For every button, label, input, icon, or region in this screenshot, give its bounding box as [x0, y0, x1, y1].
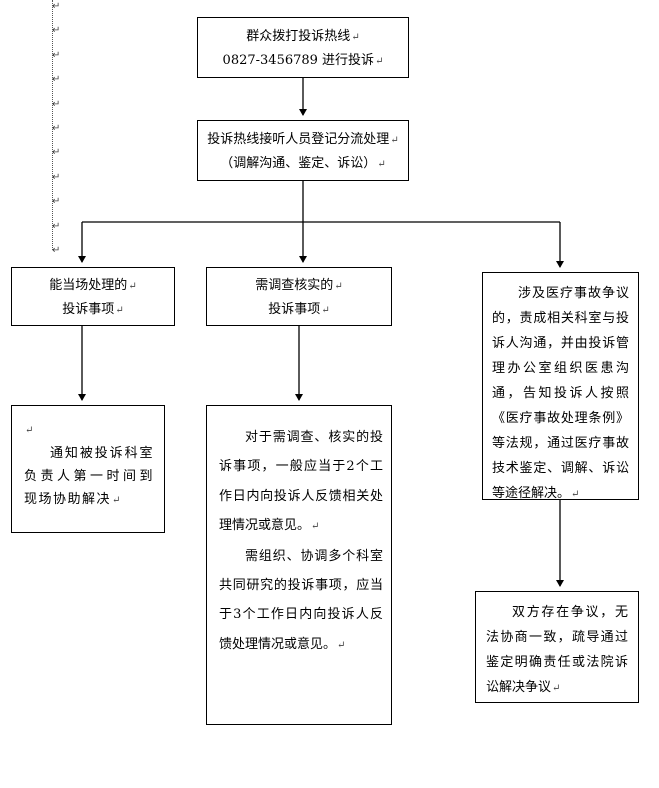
margin-pilcrow-mark: ↵ — [52, 220, 61, 232]
margin-pilcrow-mark: ↵ — [52, 1, 61, 12]
margin-pilcrow-mark: ↵ — [52, 196, 61, 208]
node-no-agreement-litigation: 双方存在争议，无法协商一致，疏导通过鉴定明确责任或法院诉讼解决争议↵ — [475, 591, 639, 703]
margin-pilcrow-mark: ↵ — [52, 123, 61, 134]
margin-pilcrow-mark: ↵ — [52, 245, 61, 256]
margin-pilcrow-mark: ↵ — [52, 49, 61, 61]
margin-pilcrow-mark: ↵ — [52, 25, 61, 37]
node-investigation-feedback-rules: 对于需调查、核实的投诉事项，一般应当于2个工作日内向投诉人反馈相关处理情况或意见… — [206, 405, 392, 725]
margin-pilcrow-mark: ↵ — [52, 171, 61, 183]
margin-guide-line — [52, 0, 53, 250]
node-medical-dispute: 涉及医疗事故争议的，责成相关科室与投诉人沟通，并由投诉管理办公室组织医患沟通，告… — [482, 272, 639, 501]
margin-pilcrow-mark: ↵ — [52, 98, 61, 110]
node-notify-department: ↵ 通知被投诉科室负责人第一时间到现场协助解决↵ — [11, 405, 165, 533]
node-onsite-handleable: 能当场处理的↵ 投诉事项↵ — [11, 267, 175, 326]
margin-pilcrow-mark: ↵ — [52, 74, 61, 86]
node-public-hotline: 群众拨打投诉热线↵ 0827-3456789 进行投诉↵ — [197, 17, 409, 78]
node-register-and-dispatch: 投诉热线接听人员登记分流处理↵ （调解沟通、鉴定、诉讼）↵ — [197, 120, 409, 181]
node-needs-investigation: 需调查核实的↵ 投诉事项↵ — [206, 267, 392, 326]
margin-pilcrow-mark: ↵ — [52, 147, 61, 159]
